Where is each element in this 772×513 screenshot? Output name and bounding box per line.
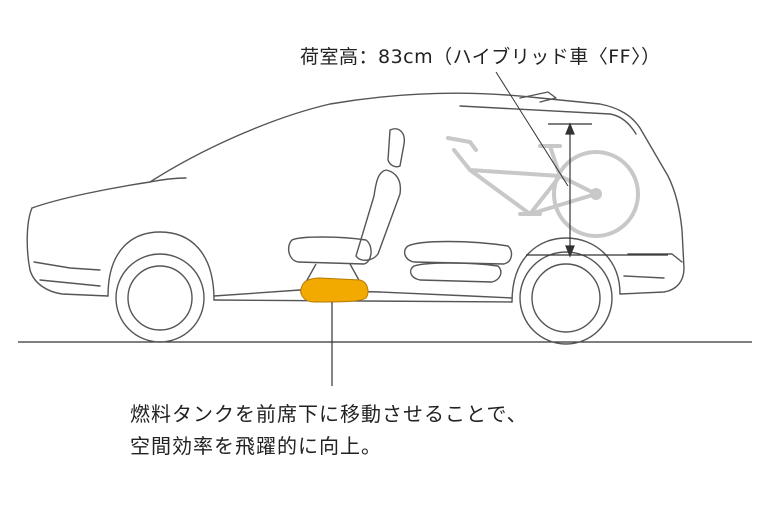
caption-line-2: 空間効率を飛躍的に向上。	[130, 434, 382, 458]
bicycle-icon	[446, 136, 640, 238]
cargo-height-dimension	[495, 71, 668, 258]
car-body-outline	[26, 91, 685, 303]
front-wheel	[115, 253, 205, 343]
fuel-tank-icon	[300, 277, 369, 303]
caption-line-1: 燃料タンクを前席下に移動させることで、	[130, 402, 528, 426]
caption-text: 燃料タンクを前席下に移動させることで、 空間効率を飛躍的に向上。	[130, 398, 528, 462]
rear-wheel	[519, 251, 613, 345]
cargo-height-label: 荷室高：83cm（ハイブリッド車〈FF〉）	[300, 46, 661, 68]
rear-seat	[403, 240, 513, 283]
front-seat	[287, 128, 405, 283]
